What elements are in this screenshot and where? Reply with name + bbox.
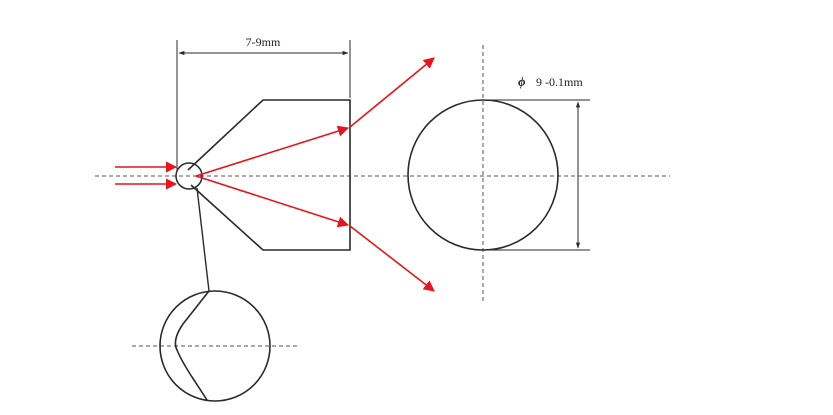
detail-magnified-circle xyxy=(159,290,271,402)
diverging-ray-lower xyxy=(195,175,350,228)
diverging-ray-upper xyxy=(195,125,350,177)
refracted-ray-lower xyxy=(349,225,435,292)
ball-lens-small xyxy=(175,162,203,190)
lens-body-side-view xyxy=(187,99,351,251)
length-dimension-label: 7-9mm xyxy=(246,35,281,49)
diameter-symbol: ϕ xyxy=(518,74,526,89)
detail-leader-line xyxy=(196,187,210,292)
diameter-dimension-label: 9 -0.1mm xyxy=(536,75,583,89)
detail-fiber-tip-profile xyxy=(174,290,210,401)
refracted-ray-upper xyxy=(349,57,435,128)
